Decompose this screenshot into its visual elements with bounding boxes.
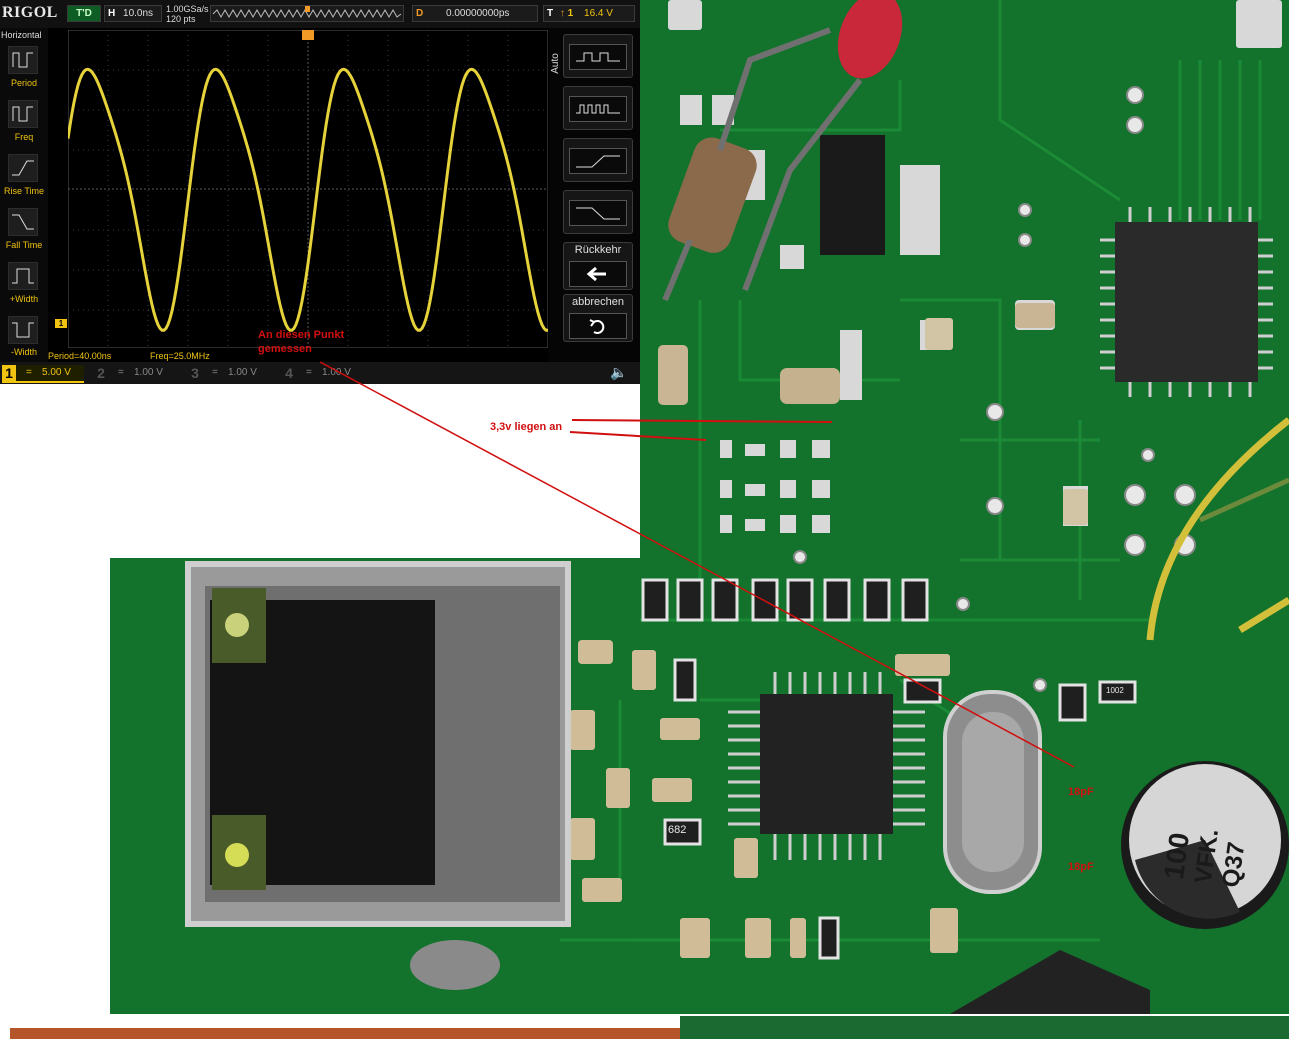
channel4-number: 4 bbox=[285, 365, 293, 381]
positive-width-button[interactable] bbox=[8, 262, 38, 290]
channel1-trace bbox=[68, 67, 548, 332]
cap-label-top: 18pF bbox=[1068, 786, 1094, 798]
freq-readout: Freq=25.0MHz bbox=[150, 351, 210, 361]
softkey-fall[interactable] bbox=[563, 190, 633, 234]
channel1-number: 1 bbox=[2, 365, 16, 381]
undo-icon bbox=[589, 319, 605, 334]
sample-rate: 1.00GSa/s bbox=[166, 4, 209, 14]
softkey-period[interactable] bbox=[563, 34, 633, 78]
positive-pulse-icon bbox=[12, 268, 34, 284]
period-icon bbox=[12, 52, 33, 68]
trigger-label: T bbox=[547, 8, 554, 19]
voltage-arrow-line-lower bbox=[569, 431, 707, 441]
channel4-scale[interactable]: 4 = 1.00 V bbox=[282, 365, 364, 381]
positive-width-label: +Width bbox=[9, 294, 39, 304]
channel3-number: 3 bbox=[191, 365, 199, 381]
bottom-edge-right bbox=[680, 1016, 1289, 1039]
measure-arrow-line bbox=[319, 361, 1075, 768]
memory-overview[interactable] bbox=[210, 5, 404, 22]
rigol-logo: RIGOL bbox=[2, 4, 58, 21]
memory-depth: 120 pts bbox=[166, 14, 196, 24]
measure-menu: Horizontal Period Freq Rise Time Fall Ti… bbox=[0, 28, 48, 362]
pulse-train-icon bbox=[576, 104, 620, 114]
back-label: Rückkehr bbox=[574, 244, 622, 256]
channel4-volts: 1.00 V bbox=[322, 367, 351, 378]
delay-value: 0.00000000ps bbox=[446, 8, 510, 19]
waveform-grid bbox=[68, 30, 548, 348]
rise-time-label: Rise Time bbox=[3, 186, 44, 196]
timebase-value: 10.0ns bbox=[123, 8, 154, 19]
softkey-rise[interactable] bbox=[563, 138, 633, 182]
trigger-status: T'D bbox=[76, 8, 92, 19]
fall-time-label: Fall Time bbox=[5, 240, 43, 250]
trigger-box[interactable]: T ↑ 1 16.4 V bbox=[543, 5, 635, 22]
trigger-status-badge: T'D bbox=[67, 5, 101, 22]
channel2-number: 2 bbox=[97, 365, 105, 381]
arrow-left-icon bbox=[586, 266, 606, 282]
channel1-ground-marker: 1 bbox=[55, 319, 67, 328]
white-gap bbox=[0, 384, 640, 558]
scope-status-bar: RIGOL T'D H 10.0ns 1.00GSa/s 120 pts D 0… bbox=[0, 0, 640, 28]
rise-edge-icon bbox=[12, 160, 34, 176]
negative-width-label: -Width bbox=[10, 347, 37, 357]
delay-label: D bbox=[416, 8, 424, 19]
trigger-source-icon: 1 bbox=[567, 8, 574, 19]
freq-label: Freq bbox=[14, 132, 34, 142]
fall-edge-icon bbox=[12, 214, 34, 230]
timebase-box[interactable]: H 10.0ns bbox=[104, 5, 162, 22]
channel1-coupling-icon: = bbox=[26, 367, 32, 378]
speaker-icon[interactable]: 🔈 bbox=[610, 364, 628, 380]
rise-time-button[interactable] bbox=[8, 154, 38, 182]
negative-width-button[interactable] bbox=[8, 316, 38, 344]
trigger-level: 16.4 V bbox=[584, 8, 613, 19]
channel2-coupling-icon: = bbox=[118, 367, 124, 378]
fall-ramp-icon bbox=[576, 207, 620, 220]
channel3-volts: 1.00 V bbox=[228, 367, 257, 378]
cap-label-bottom: 18pF bbox=[1068, 861, 1094, 873]
channel4-coupling-icon: = bbox=[306, 367, 312, 378]
oscilloscope-screen: RIGOL T'D H 10.0ns 1.00GSa/s 120 pts D 0… bbox=[0, 0, 640, 384]
delay-box[interactable]: D 0.00000000ps bbox=[412, 5, 538, 22]
horizontal-title: Horizontal bbox=[1, 30, 42, 40]
channel3-scale[interactable]: 3 = 1.00 V bbox=[188, 365, 270, 381]
trigger-edge-icon: ↑ bbox=[559, 8, 565, 19]
timebase-label: H bbox=[108, 8, 116, 19]
period-button[interactable] bbox=[8, 46, 38, 74]
square-wave-icon bbox=[576, 52, 620, 62]
channel2-scale[interactable]: 2 = 1.00 V bbox=[94, 365, 176, 381]
back-button[interactable]: Rückkehr bbox=[563, 242, 633, 290]
negative-pulse-icon bbox=[12, 322, 34, 338]
fall-time-button[interactable] bbox=[8, 208, 38, 236]
freq-button[interactable] bbox=[8, 100, 38, 128]
period-readout: Period=40.00ns bbox=[48, 351, 112, 361]
freq-icon bbox=[12, 106, 33, 122]
softkey-menu: Auto Rückkehr abbrechen bbox=[549, 28, 640, 362]
softkey-freq[interactable] bbox=[563, 86, 633, 130]
cancel-label: abbrechen bbox=[572, 296, 624, 308]
measure-point-line2: gemessen bbox=[258, 343, 312, 355]
measure-point-line1: An diesen Punkt bbox=[258, 329, 345, 341]
bottom-edge bbox=[10, 1028, 680, 1039]
memory-wave-icon bbox=[212, 6, 402, 19]
channel2-volts: 1.00 V bbox=[134, 367, 163, 378]
resistor-label: 682 bbox=[668, 824, 687, 836]
period-label: Period bbox=[10, 78, 37, 88]
channel1-scale[interactable]: 1 = 5.00 V bbox=[2, 365, 84, 383]
channel1-volts: 5.00 V bbox=[42, 367, 71, 378]
resistor-label: 1002 bbox=[1106, 686, 1124, 695]
trigger-position-marker bbox=[302, 30, 314, 40]
measure-point-note: An diesen Punkt gemessen bbox=[258, 328, 344, 356]
voltage-arrow-line-upper bbox=[571, 419, 833, 423]
channel-bar: 1 = 5.00 V 2 = 1.00 V 3 = 1.00 V 4 = 1.0… bbox=[0, 362, 640, 384]
rise-ramp-icon bbox=[576, 155, 620, 168]
channel3-coupling-icon: = bbox=[212, 367, 218, 378]
voltage-note: 3,3v liegen an bbox=[490, 421, 563, 433]
cancel-button[interactable]: abbrechen bbox=[563, 294, 633, 342]
